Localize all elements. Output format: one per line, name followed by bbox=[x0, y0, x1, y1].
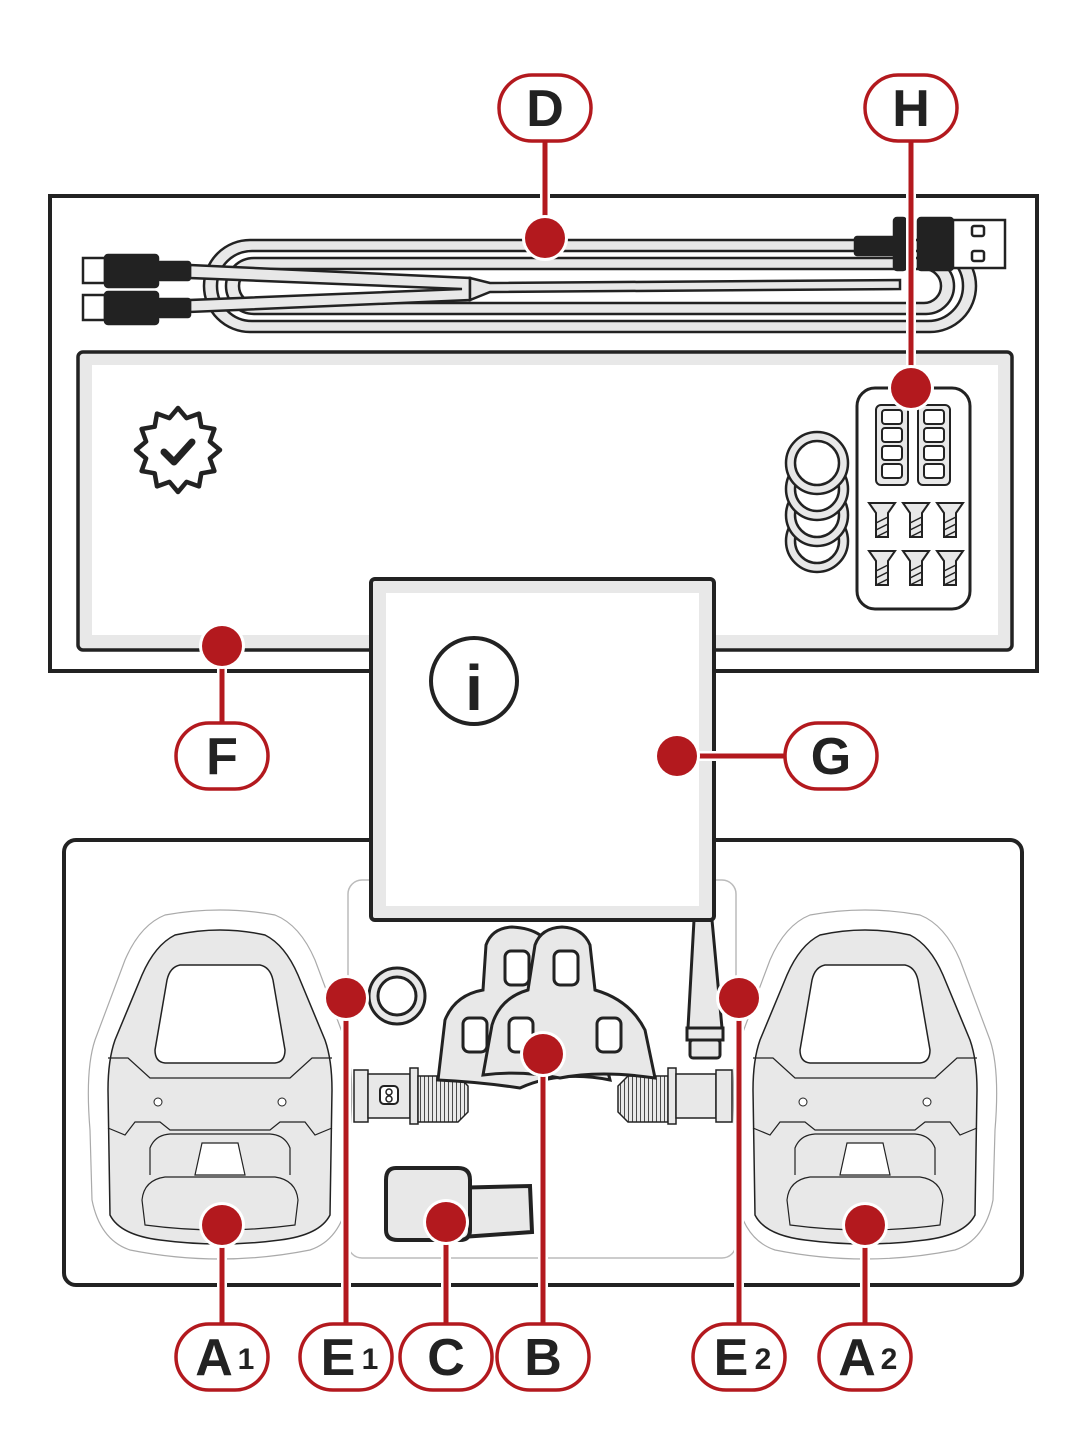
callout-letter: E bbox=[714, 1329, 749, 1387]
callout-f: F bbox=[174, 623, 270, 791]
callout-dot bbox=[657, 736, 697, 776]
callout-pill bbox=[863, 73, 959, 143]
left-spindle bbox=[353, 1067, 469, 1125]
callout-letter: E bbox=[321, 1329, 356, 1387]
screw bbox=[867, 502, 897, 538]
callout-subscript: 1 bbox=[362, 1343, 379, 1376]
screw bbox=[901, 550, 931, 586]
callout-dot bbox=[326, 978, 366, 1018]
callout-letter: B bbox=[524, 1329, 562, 1387]
callout-letter: H bbox=[892, 80, 930, 138]
screw bbox=[867, 550, 897, 586]
callout-subscript: 2 bbox=[881, 1343, 898, 1376]
callout-dot bbox=[845, 1205, 885, 1245]
callout-pill bbox=[783, 721, 879, 791]
screw bbox=[935, 550, 965, 586]
callout-letter: G bbox=[811, 728, 851, 786]
callout-pill bbox=[298, 1322, 394, 1392]
spare-washers bbox=[784, 430, 850, 574]
left-pedal bbox=[87, 909, 353, 1260]
callout-letter: A bbox=[195, 1329, 233, 1387]
screw bbox=[935, 502, 965, 538]
callout-h: H bbox=[863, 73, 959, 411]
info-icon: i bbox=[429, 636, 519, 726]
callout-dot bbox=[202, 1205, 242, 1245]
callout-pill bbox=[691, 1322, 787, 1392]
cleat-nut bbox=[875, 404, 909, 486]
screw bbox=[901, 502, 931, 538]
spindle-washer bbox=[367, 966, 427, 1026]
cleats bbox=[436, 925, 657, 1090]
callout-dot bbox=[426, 1202, 466, 1242]
callout-pill bbox=[174, 721, 270, 791]
callout-dot bbox=[525, 218, 565, 258]
badge-check-icon bbox=[133, 405, 223, 495]
callout-subscript: 1 bbox=[238, 1343, 255, 1376]
callout-dot bbox=[719, 978, 759, 1018]
callout-g: G bbox=[654, 721, 879, 791]
callout-d: D bbox=[497, 73, 593, 261]
cleat-nut bbox=[917, 404, 951, 486]
right-pedal bbox=[732, 909, 998, 1260]
warranty-tray bbox=[76, 350, 1014, 652]
callout-c: C bbox=[398, 1199, 494, 1392]
callout-pill bbox=[398, 1322, 494, 1392]
washer bbox=[784, 430, 850, 496]
callout-pill bbox=[497, 73, 593, 143]
callout-dot bbox=[202, 626, 242, 666]
callout-pill bbox=[495, 1322, 591, 1392]
callout-dot bbox=[523, 1034, 563, 1074]
right-spindle bbox=[617, 1067, 733, 1125]
callout-pill bbox=[174, 1322, 270, 1392]
callout-pill bbox=[817, 1322, 913, 1392]
info-glyph: i bbox=[465, 652, 483, 724]
callout-letter: A bbox=[838, 1329, 876, 1387]
callout-letter: D bbox=[526, 80, 564, 138]
callout-b: B bbox=[495, 1031, 591, 1392]
callout-letter: F bbox=[206, 728, 238, 786]
spare-parts-card bbox=[855, 386, 972, 611]
callout-letter: C bbox=[427, 1329, 465, 1387]
callout-dot bbox=[891, 368, 931, 408]
spindle-tool bbox=[685, 918, 725, 1060]
callout-subscript: 2 bbox=[755, 1343, 772, 1376]
usb-cable bbox=[81, 216, 1007, 334]
